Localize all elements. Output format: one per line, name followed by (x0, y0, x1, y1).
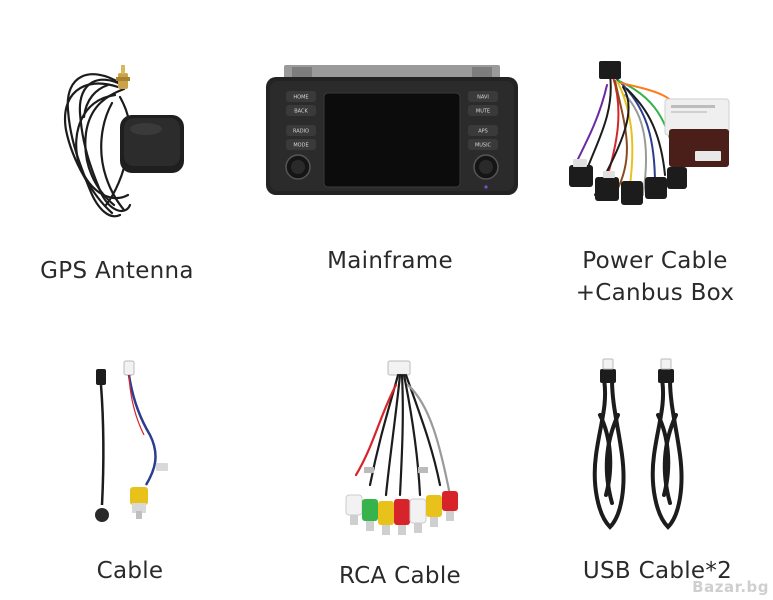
canbus-box-icon (664, 98, 730, 167)
power-cable-caption-line1: Power Cable (582, 248, 728, 274)
usb-cable-image (592, 358, 684, 530)
button-mode-label: MODE (293, 143, 308, 149)
power-cable-image (569, 61, 730, 205)
tune-knob-icon (473, 154, 499, 180)
rca-yellow-plug-icon (130, 487, 148, 519)
button-navi-label: NAVI (477, 95, 489, 101)
item-power-cable: Power Cable +Canbus Box (555, 55, 765, 315)
item-usb-cable: USB Cable*2 (570, 355, 765, 600)
rca-plugs-icon (345, 491, 458, 535)
rca-cable-image (345, 360, 458, 535)
cable-image (95, 360, 168, 522)
button-back-label: BACK (294, 109, 308, 115)
cable-caption: Cable (96, 558, 164, 584)
gps-puck-icon (120, 115, 184, 173)
button-music-label: MUSIC (475, 143, 492, 149)
button-mute-label: MUTE (476, 109, 490, 115)
volume-knob-icon (285, 154, 311, 180)
rca-cable-caption: RCA Cable (339, 563, 461, 589)
item-mainframe: HOME BACK RADIO MODE NAVI MUTE APS MUSIC (262, 55, 522, 295)
connector-plug-icon (95, 508, 109, 522)
sma-connector-icon (116, 65, 130, 89)
button-radio-label: RADIO (293, 129, 309, 135)
mainframe-screen (324, 93, 460, 187)
button-aps-label: APS (478, 129, 488, 135)
mainframe-right-buttons: NAVI MUTE APS MUSIC (468, 91, 498, 150)
gps-antenna-caption: GPS Antenna (40, 258, 194, 284)
item-gps-antenna: GPS Antenna (20, 55, 220, 295)
mainframe-image: HOME BACK RADIO MODE NAVI MUTE APS MUSIC (266, 65, 518, 195)
gps-antenna-image (63, 65, 184, 218)
mainframe-left-buttons: HOME BACK RADIO MODE (286, 91, 316, 150)
button-home-label: HOME (293, 95, 308, 101)
power-cable-caption-line2: +Canbus Box (575, 280, 735, 306)
item-cable: Cable (60, 355, 210, 600)
item-rca-cable: RCA Cable (320, 355, 480, 600)
usb-cable-caption: USB Cable*2 (582, 558, 733, 584)
mainframe-caption: Mainframe (327, 248, 453, 274)
watermark-logo: Bazar.bg (692, 578, 769, 596)
